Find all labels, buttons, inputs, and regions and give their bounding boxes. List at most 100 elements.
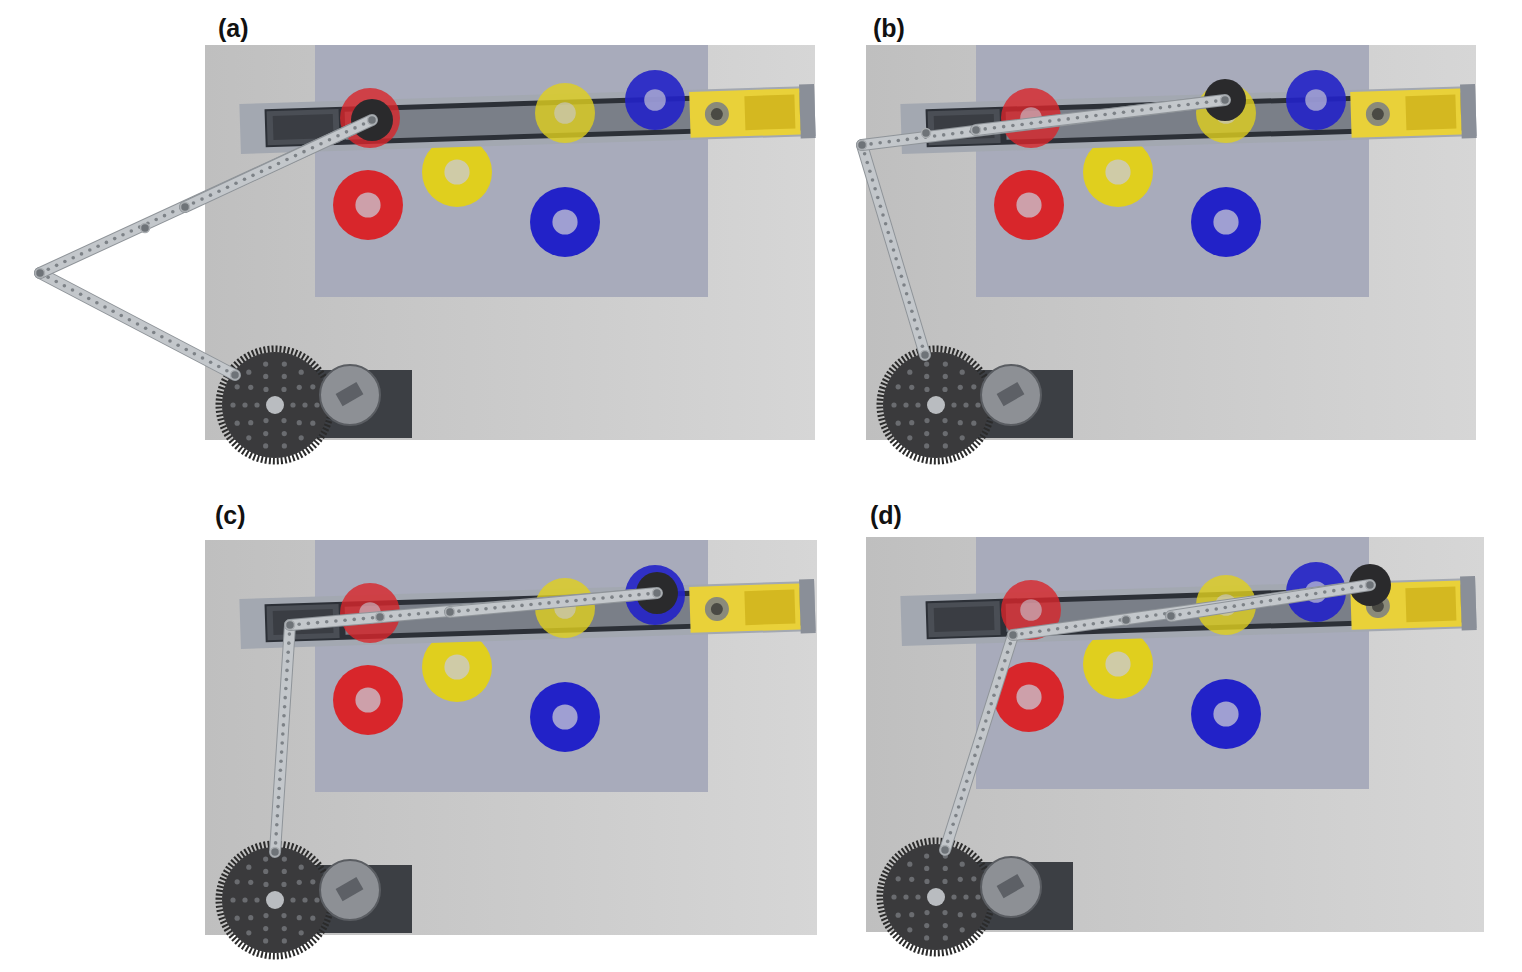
gear-hole	[924, 443, 929, 448]
disc-hole	[355, 687, 380, 712]
arm-hole	[610, 595, 614, 599]
arm-hole	[900, 274, 904, 278]
arm-hole	[362, 122, 366, 126]
arm-hole	[1269, 599, 1273, 603]
gear-hole	[943, 361, 948, 366]
arm-hole	[200, 197, 204, 201]
gear-hole	[915, 402, 920, 407]
motor-label	[997, 874, 1025, 898]
gear-hub	[927, 396, 945, 414]
pivot-pin	[286, 621, 295, 630]
gear-hub	[927, 888, 945, 906]
arm-hole	[493, 606, 497, 610]
arm-hole	[951, 822, 955, 826]
arm-hole	[1011, 124, 1015, 128]
arm-hole	[274, 841, 278, 845]
gear-hole	[281, 418, 286, 423]
arm-hole	[1214, 99, 1218, 103]
arm-hole	[637, 593, 641, 597]
gear-hole	[263, 856, 268, 861]
arm-hole	[171, 210, 175, 214]
arm-hole	[334, 619, 338, 623]
arm-hole	[1359, 585, 1363, 589]
arm-hole	[511, 604, 515, 608]
arm-hole	[1177, 104, 1181, 108]
link-arm-edge	[862, 100, 1225, 145]
gear-hole	[891, 894, 896, 899]
gear-hole	[903, 402, 908, 407]
gear	[222, 352, 328, 458]
pivot-pin	[368, 116, 377, 125]
arm-hole	[283, 696, 287, 700]
gear-hole	[909, 877, 914, 882]
arm-hole	[984, 719, 988, 723]
gear-hole	[282, 938, 287, 943]
arm-hole	[285, 678, 289, 682]
arm-hole	[260, 170, 264, 174]
arm-hole	[184, 348, 188, 352]
arm-hole	[556, 600, 560, 604]
link-arm	[185, 120, 372, 207]
arm-hole	[96, 244, 100, 248]
arm-hole	[1323, 590, 1327, 594]
arm-hole	[1154, 613, 1158, 617]
arm-hole	[128, 318, 132, 322]
arm-hole	[1003, 659, 1007, 663]
gear-hole	[909, 912, 914, 917]
gripper-hub	[1366, 102, 1391, 127]
gear-hole	[943, 431, 948, 436]
link-arm	[945, 635, 1013, 850]
arm-hole	[279, 768, 283, 772]
rail-cap	[1460, 576, 1477, 630]
arm-hole	[79, 292, 83, 296]
arm-hole	[998, 676, 1002, 680]
arm-hole	[201, 356, 205, 360]
arm-hole	[873, 187, 877, 191]
pivot-pin	[1167, 612, 1176, 621]
arm-hole	[1350, 586, 1354, 590]
pivot-pin	[941, 846, 950, 855]
arm-hole	[1168, 105, 1172, 109]
pivot-pin	[1366, 581, 1375, 590]
arm-hole	[1100, 621, 1104, 625]
disc	[340, 88, 400, 148]
disc-hole	[1016, 192, 1041, 217]
arm-hole	[1251, 602, 1255, 606]
arm-hole	[992, 693, 996, 697]
gear-hole	[263, 418, 268, 423]
gripper-hub-inner	[711, 603, 723, 615]
disc	[1191, 187, 1261, 257]
rail-frame	[239, 581, 815, 649]
end-box-inner	[934, 606, 995, 632]
arm-hole	[1020, 632, 1024, 636]
arm-hole	[954, 814, 958, 818]
disc-hole	[355, 192, 380, 217]
disc-hole	[1305, 89, 1327, 111]
pivot-pin	[1221, 96, 1230, 105]
gripper-jaw	[1405, 95, 1456, 131]
link-arm	[862, 100, 1225, 145]
gear-hole	[907, 370, 912, 375]
pivot-pin	[36, 269, 45, 278]
arm-hole	[283, 705, 287, 709]
gripper-jaw	[744, 590, 795, 626]
gear-hole	[943, 923, 948, 928]
arm-hole	[1076, 116, 1080, 120]
arm-hole	[1066, 117, 1070, 121]
gear-teeth	[219, 349, 331, 461]
gear-hole	[963, 402, 968, 407]
gear-hole	[958, 877, 963, 882]
arm-hole	[1145, 614, 1149, 618]
arm-hole	[193, 352, 197, 356]
arm-hole	[913, 318, 917, 322]
arm-hole	[869, 142, 873, 146]
arm-hole	[965, 779, 969, 783]
end-box	[928, 601, 1001, 637]
gear-hole	[235, 916, 240, 921]
arm-hole	[915, 136, 919, 140]
arm-hole	[154, 218, 158, 222]
gear-hole	[246, 930, 251, 935]
arm-hole	[282, 723, 286, 727]
arm-hole	[946, 840, 950, 844]
arm-hole	[878, 141, 882, 145]
